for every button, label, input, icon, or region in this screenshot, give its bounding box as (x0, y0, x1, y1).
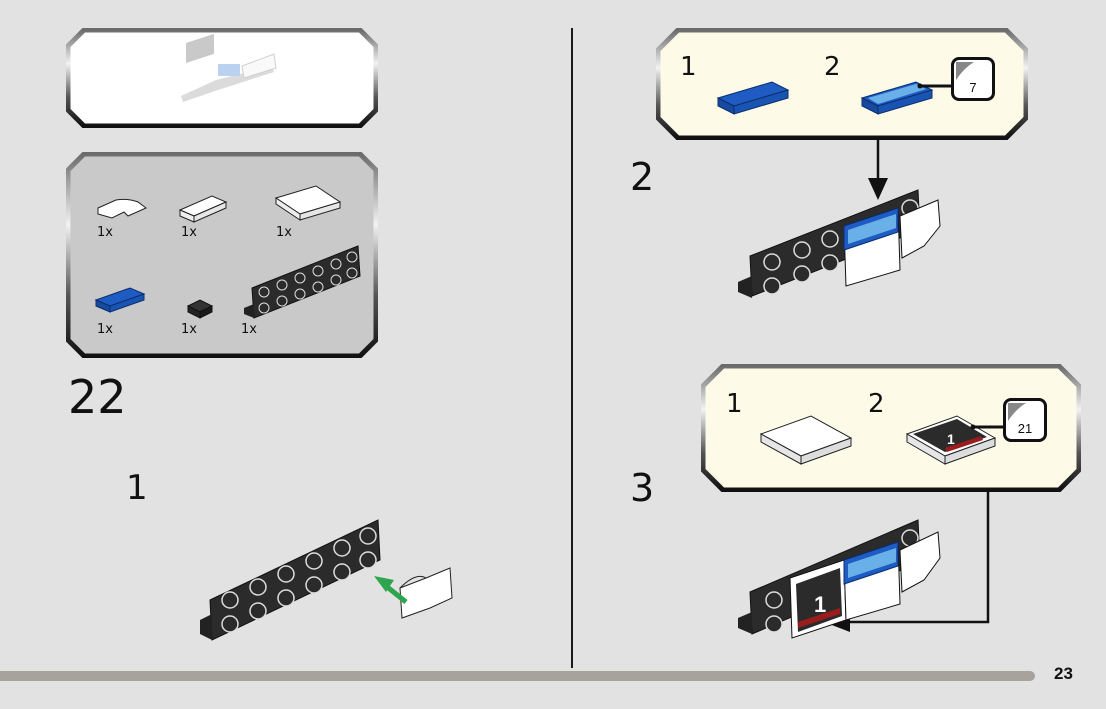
page-divider (571, 28, 573, 668)
step-2-substep-1: 1 (680, 52, 697, 82)
step-2-callout (656, 28, 1028, 140)
white-tile-2x2-part (759, 415, 853, 465)
step-2-down-arrow (868, 138, 888, 200)
blue-tile-with-sticker-part (860, 81, 934, 115)
sticker-peel-icon (956, 62, 974, 80)
preview-box (66, 28, 378, 128)
footer-progress-bar (0, 671, 1035, 681)
qty-blue-tile: 1x (97, 322, 113, 337)
sub-step-number: 1 (126, 468, 148, 508)
completed-submodel-preview (181, 33, 277, 102)
step-2-assembly (738, 189, 941, 298)
page-number: 23 (1054, 664, 1073, 683)
step-3-substep-2: 2 (868, 389, 885, 419)
part-black-bracket-plate (244, 245, 361, 319)
step-3-assembly: 1 (738, 519, 941, 639)
sticker-peel-icon (1008, 403, 1026, 421)
qty-white-tile-1x2: 1x (181, 225, 197, 240)
blue-tile-part (716, 81, 790, 115)
qty-black-bracket: 1x (241, 322, 257, 337)
qty-white-curved-slope: 1x (97, 225, 113, 240)
step-3-number: 3 (630, 466, 655, 510)
green-insert-arrow (374, 576, 408, 604)
sticker-sheet-ref-21: 21 (1003, 398, 1047, 442)
main-step-number: 22 (68, 370, 127, 424)
step-2-substep-2: 2 (824, 52, 841, 82)
sticker-sheet-ref-7: 7 (951, 57, 995, 101)
svg-text:1: 1 (947, 431, 955, 447)
step-1-assembly (200, 519, 453, 641)
svg-text:1: 1 (814, 592, 826, 617)
qty-white-tile-2x2: 1x (276, 225, 292, 240)
white-curved-slope-piece (399, 567, 453, 619)
step-3-substep-1: 1 (726, 389, 743, 419)
part-white-tile-2x2 (274, 185, 342, 221)
parts-list-box (66, 152, 378, 358)
part-white-tile-1x2 (178, 195, 228, 223)
part-blue-tile-1x2 (94, 287, 146, 313)
step-2-number: 2 (630, 155, 655, 199)
step-3-callout: 1 (701, 364, 1081, 492)
part-black-tile-1x1 (186, 299, 214, 319)
part-white-curved-slope (97, 198, 147, 219)
qty-black-tile: 1x (181, 322, 197, 337)
